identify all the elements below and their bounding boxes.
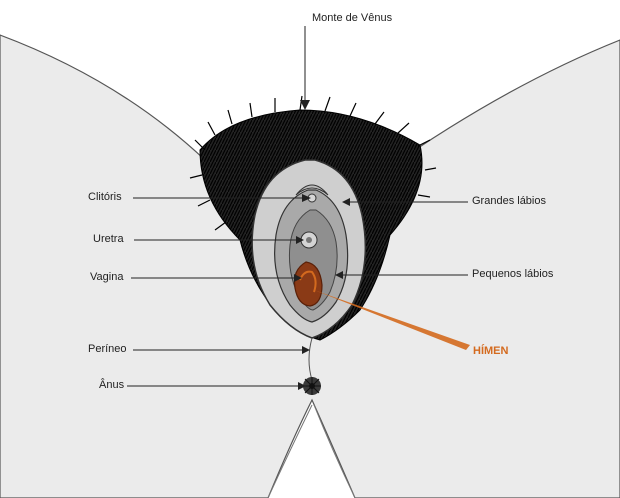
hair-strands — [189, 95, 437, 231]
uretra-arrow — [296, 236, 304, 244]
label-anus: Ânus — [99, 379, 125, 391]
anus-shape — [303, 377, 321, 395]
perineo-arrow — [302, 346, 310, 354]
uretra-opening — [306, 237, 312, 243]
clitoris-arrow — [302, 194, 311, 202]
right-thigh-crease — [313, 404, 356, 498]
label-himen: HÍMEN — [473, 345, 509, 357]
label-pequenos-labios: Pequenos lábios — [472, 268, 554, 280]
perineo-line — [308, 337, 313, 381]
monte-de-venus-arrow — [300, 100, 310, 110]
label-clitoris: Clitóris — [88, 191, 122, 203]
label-vagina: Vagina — [90, 271, 124, 283]
label-perineo: Períneo — [88, 343, 127, 355]
himen-shape — [299, 270, 317, 293]
pequenos-labios-arrow — [335, 271, 343, 279]
label-grandes-labios: Grandes lábios — [472, 195, 546, 207]
himen-leader — [314, 290, 470, 350]
label-uretra: Uretra — [93, 233, 124, 245]
anus-arrow — [298, 382, 306, 390]
left-thigh-crease — [267, 404, 313, 498]
label-monte-de-venus: Monte de Vênus — [312, 12, 393, 24]
grandes-labios-arrow — [342, 198, 350, 206]
vagina-arrow — [294, 274, 302, 282]
clitoral-hood — [295, 184, 329, 196]
